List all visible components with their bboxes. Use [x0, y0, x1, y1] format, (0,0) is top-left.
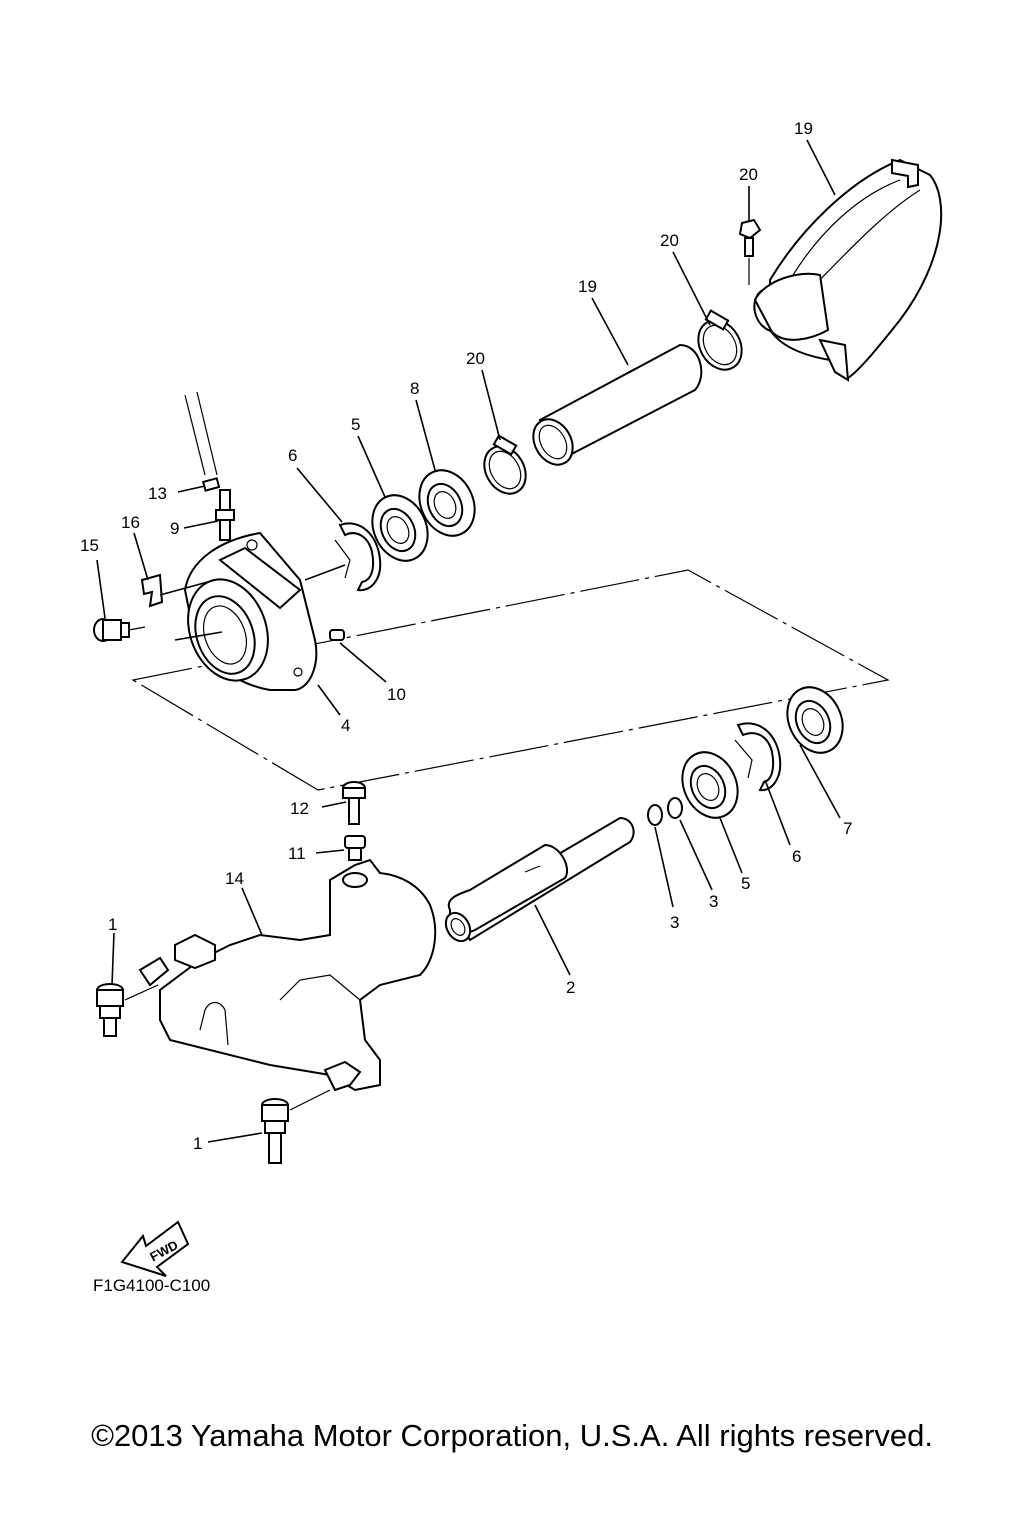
- callout-9: 9: [170, 519, 179, 538]
- callout-20-lower: 20: [466, 349, 485, 368]
- part-8-bearing: [418, 469, 476, 537]
- figure-code: F1G4100-C100: [93, 1276, 210, 1295]
- callout-19-label: 19: [578, 277, 597, 296]
- callout-15: 15: [80, 536, 99, 555]
- part-12-bolt: [342, 781, 366, 825]
- part-7-bearing: [786, 686, 844, 754]
- assembly-outline: [131, 569, 890, 791]
- part-5-bearing-upper: [371, 494, 429, 562]
- callout-12: 12: [290, 799, 309, 818]
- part-1-bolt-lower: [261, 1089, 331, 1164]
- callout-17: 19: [794, 119, 813, 138]
- part-11-collar: [344, 835, 366, 861]
- part-18-bolt: [738, 218, 762, 285]
- callout-5-lower-label: 5: [741, 874, 750, 893]
- callout-4: 4: [341, 716, 350, 735]
- leader-lines: [96, 139, 841, 1143]
- callout-13: 13: [148, 484, 167, 503]
- part-6-circlip-upper: [334, 522, 382, 592]
- callout-6-upper: 6: [288, 446, 297, 465]
- part-3-o-rings: [647, 797, 683, 826]
- part-17-nozzle-cover: [753, 158, 943, 382]
- callout-7: 7: [843, 819, 852, 838]
- fwd-arrow: FWD: [120, 1220, 190, 1277]
- part-19-hose: [532, 343, 703, 466]
- callout-1-lower: 1: [193, 1134, 202, 1153]
- part-9-nipple: [215, 489, 235, 541]
- part-16-plate: [140, 573, 164, 608]
- part-15-bolt: [93, 618, 146, 642]
- callout-3-right: 3: [709, 892, 718, 911]
- part-1-bolt-upper: [96, 983, 159, 1037]
- part-5-bearing-lower: [681, 751, 739, 819]
- callout-8: 8: [410, 379, 419, 398]
- callout-3-left: 3: [670, 913, 679, 932]
- callout-11: 11: [288, 844, 306, 863]
- callout-6-lower: 6: [792, 847, 801, 866]
- callout-16: 16: [121, 513, 140, 532]
- copyright-notice: ©2013 Yamaha Motor Corporation, U.S.A. A…: [91, 1418, 933, 1453]
- part-20-hose-clamp-upper: [697, 309, 743, 371]
- part-6-circlip-lower: [734, 722, 782, 792]
- part-4-housing: [183, 531, 318, 691]
- callout-labels: 19 20 20 19 19 20 8 5 6 13 16 9 15 10 4 …: [80, 119, 852, 1153]
- callout-14: 14: [225, 869, 244, 888]
- part-2-shaft: [444, 816, 635, 943]
- callout-18: 20: [739, 165, 758, 184]
- callout-2: 2: [566, 978, 575, 997]
- callout-1-upper: 1: [108, 915, 117, 934]
- part-10-dowel-pin: [329, 629, 345, 641]
- part-13-hose-fitting: [184, 391, 221, 492]
- callout-20-upper: 20: [660, 231, 679, 250]
- callout-10: 10: [387, 685, 406, 704]
- part-20-hose-clamp-lower: [483, 434, 527, 495]
- callout-5-upper: 5: [351, 415, 360, 434]
- part-14-bracket: [138, 858, 437, 1092]
